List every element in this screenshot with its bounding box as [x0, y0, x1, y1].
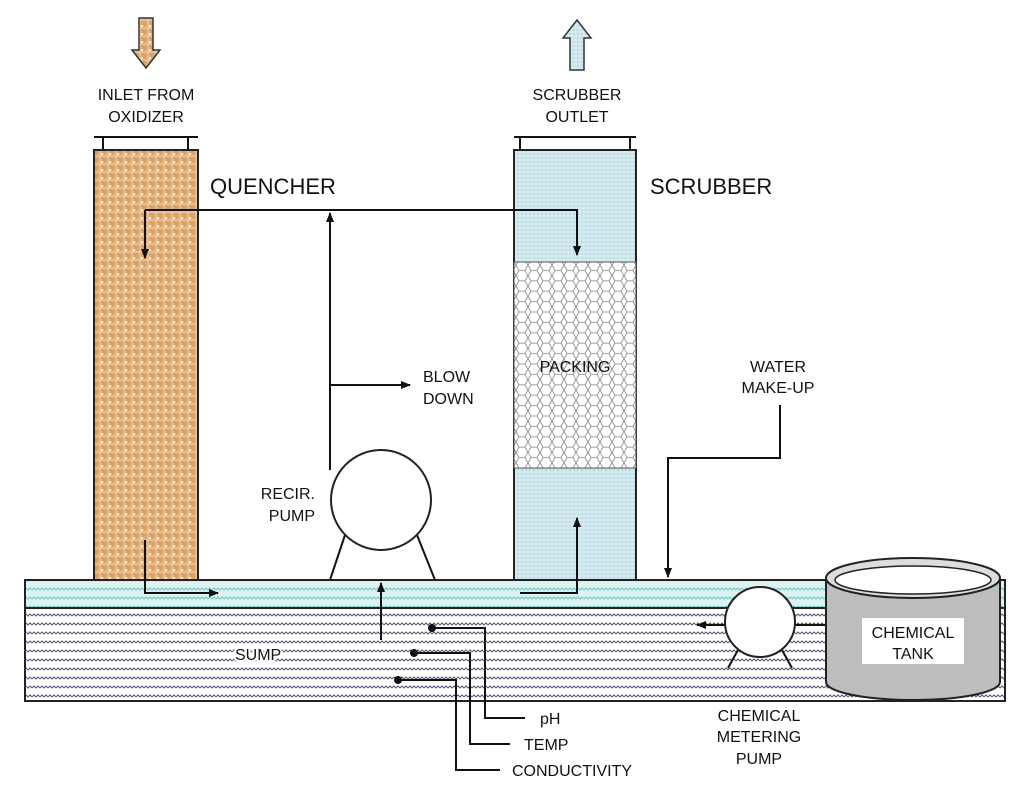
water-makeup-label-2: MAKE-UP	[742, 380, 815, 397]
outlet-label-2: OUTLET	[545, 109, 608, 126]
scrubber-feed-line	[520, 517, 581, 594]
chemical-tank-label-2: TANK	[892, 646, 934, 663]
inlet-label-2: OXIDIZER	[108, 109, 184, 126]
blow-down-label-2: DOWN	[423, 391, 474, 408]
blow-down-label: BLOW	[423, 369, 471, 386]
scrubber-column	[513, 136, 637, 581]
scrubber-label: SCRUBBER	[650, 174, 772, 199]
outlet-label: SCRUBBER	[533, 87, 622, 104]
packing-section	[513, 261, 637, 469]
chemical-tank	[825, 557, 1001, 701]
recir-pump-label-2: PUMP	[269, 508, 315, 525]
recirculation-pump	[329, 449, 436, 581]
metering-pump-label: CHEMICAL	[718, 708, 801, 725]
sensor-lines	[394, 624, 525, 771]
inlet-label: INLET FROM	[98, 87, 195, 104]
recirculation-header	[145, 209, 581, 256]
outlet-arrow-icon	[561, 18, 593, 71]
inlet-arrow-icon	[130, 17, 162, 70]
chemical-tank-label: CHEMICAL	[872, 625, 955, 642]
sump-label: SUMP	[235, 647, 281, 664]
water-makeup-line	[664, 405, 781, 578]
recir-pump-label: RECIR.	[261, 486, 315, 503]
quencher-column	[93, 136, 199, 581]
packing-label: PACKING	[540, 359, 611, 376]
sensor-conductivity-label: CONDUCTIVITY	[512, 763, 632, 780]
metering-pump-label-2: METERING	[717, 729, 801, 746]
quencher-label: QUENCHER	[210, 174, 336, 199]
chemical-metering-pump	[724, 586, 796, 669]
water-makeup-label: WATER	[750, 359, 806, 376]
quencher-drain-line	[144, 540, 219, 597]
sensor-temp-label: TEMP	[524, 737, 568, 754]
metering-pump-label-3: PUMP	[736, 751, 782, 768]
sensor-ph-label: pH	[540, 711, 560, 728]
